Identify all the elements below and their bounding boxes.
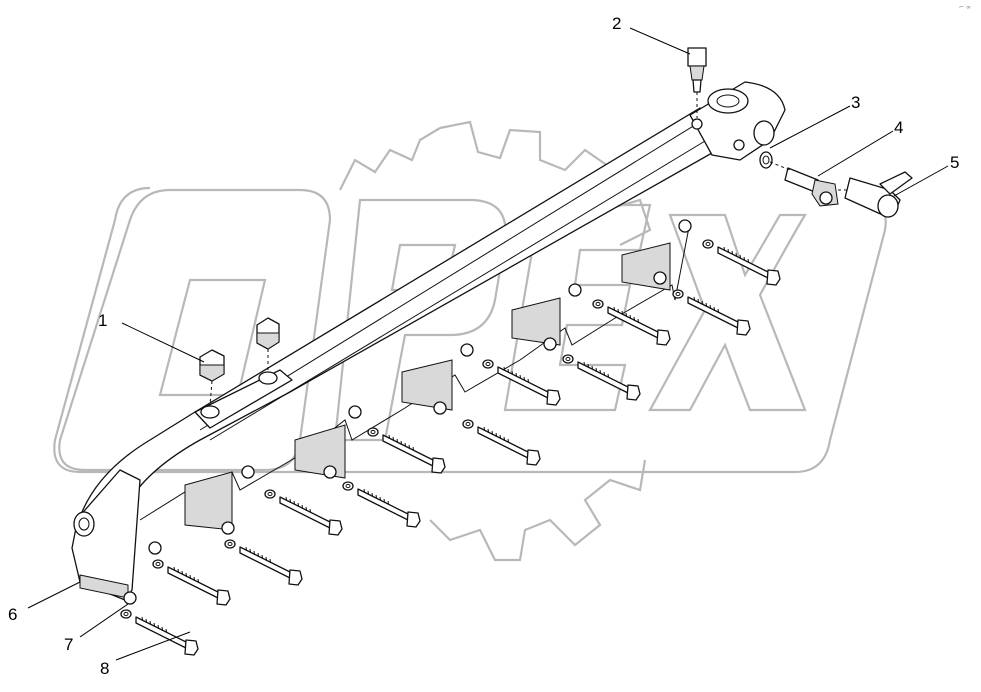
cap-1-guide	[209, 380, 213, 406]
seal-ring	[759, 151, 773, 169]
cap-1	[199, 349, 225, 382]
washer	[152, 559, 164, 569]
cap-hole-2	[258, 371, 278, 385]
washer	[342, 481, 354, 491]
runner-block-2	[294, 424, 346, 479]
blanking-caps	[199, 317, 280, 406]
leader-6	[27, 581, 81, 609]
flange-holes	[123, 219, 692, 605]
bolt	[497, 366, 551, 400]
callout-5: 5	[950, 153, 959, 172]
washer	[592, 299, 604, 309]
callout-2: 2	[612, 14, 621, 33]
washer	[562, 354, 574, 364]
callouts: 1 2 3 4 5 6 7 8	[8, 14, 959, 678]
bolt-assembly	[120, 609, 199, 656]
bolt-head	[656, 329, 671, 346]
runner-outline	[139, 221, 691, 521]
runner-block-1	[184, 471, 233, 531]
leader-2	[629, 27, 691, 55]
washer	[224, 539, 236, 549]
bolt-head	[288, 569, 303, 586]
front-port-bore	[78, 517, 90, 531]
leader-3	[769, 105, 851, 149]
washer	[702, 239, 714, 249]
manifold-rail	[71, 81, 786, 605]
callout-7: 7	[64, 635, 73, 654]
bolt-assembly	[224, 539, 303, 586]
plug-fitting	[838, 171, 913, 218]
cap-hole-1	[200, 405, 220, 419]
washer	[367, 427, 379, 437]
corner-mark: ⌐ ∞	[959, 4, 971, 11]
washer	[264, 489, 276, 499]
bolt-head	[328, 519, 343, 536]
bolt-assembly	[264, 489, 343, 536]
leader-7	[79, 603, 129, 638]
leader-4	[817, 130, 894, 177]
washer	[672, 289, 684, 299]
opex-watermark	[53, 120, 887, 562]
watermark-gear	[339, 120, 652, 562]
bolt	[477, 426, 531, 460]
cap-2	[256, 317, 280, 350]
bolt-assembly	[342, 481, 421, 528]
washer	[462, 419, 474, 429]
side-port	[753, 120, 775, 146]
bolt	[167, 566, 221, 600]
rear-port-bore	[716, 94, 740, 108]
bolt-assembly	[462, 419, 541, 466]
callout-4: 4	[894, 118, 903, 137]
temperature-sensor	[687, 47, 707, 118]
bolt-head	[526, 449, 541, 466]
sensor-boss	[691, 118, 703, 130]
bolt	[279, 496, 333, 530]
watermark-letter-x	[648, 213, 807, 412]
bolt-assembly	[672, 289, 751, 336]
bolt-head	[766, 269, 781, 286]
callout-1: 1	[98, 311, 107, 330]
tube-edge-line-2	[209, 137, 711, 441]
washers-and-bolts	[120, 239, 781, 656]
bolt-head	[431, 457, 446, 474]
rear-port	[707, 88, 749, 114]
bolt-head	[736, 319, 751, 336]
bolt	[687, 296, 741, 330]
bolt-head	[216, 589, 231, 606]
bolt-head	[184, 639, 199, 656]
adapter-fitting	[769, 161, 839, 207]
side-bore	[733, 139, 745, 151]
front-port	[73, 511, 95, 537]
bolt	[607, 306, 661, 340]
bolt-head	[406, 511, 421, 528]
bolt-head	[546, 389, 561, 406]
bolt-assembly	[482, 359, 561, 406]
callout-8: 8	[100, 659, 109, 678]
bolt	[239, 546, 293, 580]
bolt-assembly	[702, 239, 781, 286]
bolt	[135, 616, 189, 650]
bolt-assembly	[152, 559, 231, 606]
bolt-head	[626, 384, 641, 401]
bolt-assembly	[592, 299, 671, 346]
runner-block-4	[511, 297, 561, 346]
leader-8	[115, 631, 191, 661]
washer	[482, 359, 494, 369]
callout-3: 3	[851, 93, 860, 112]
bolt-assembly	[562, 354, 641, 401]
bolt	[357, 488, 411, 522]
callout-6: 6	[8, 605, 17, 624]
leader-5	[893, 165, 949, 197]
runner-block-3	[401, 359, 453, 411]
leader-1	[121, 322, 205, 363]
bolt	[382, 434, 436, 468]
bolt-assembly	[367, 427, 446, 474]
washer	[120, 609, 132, 619]
